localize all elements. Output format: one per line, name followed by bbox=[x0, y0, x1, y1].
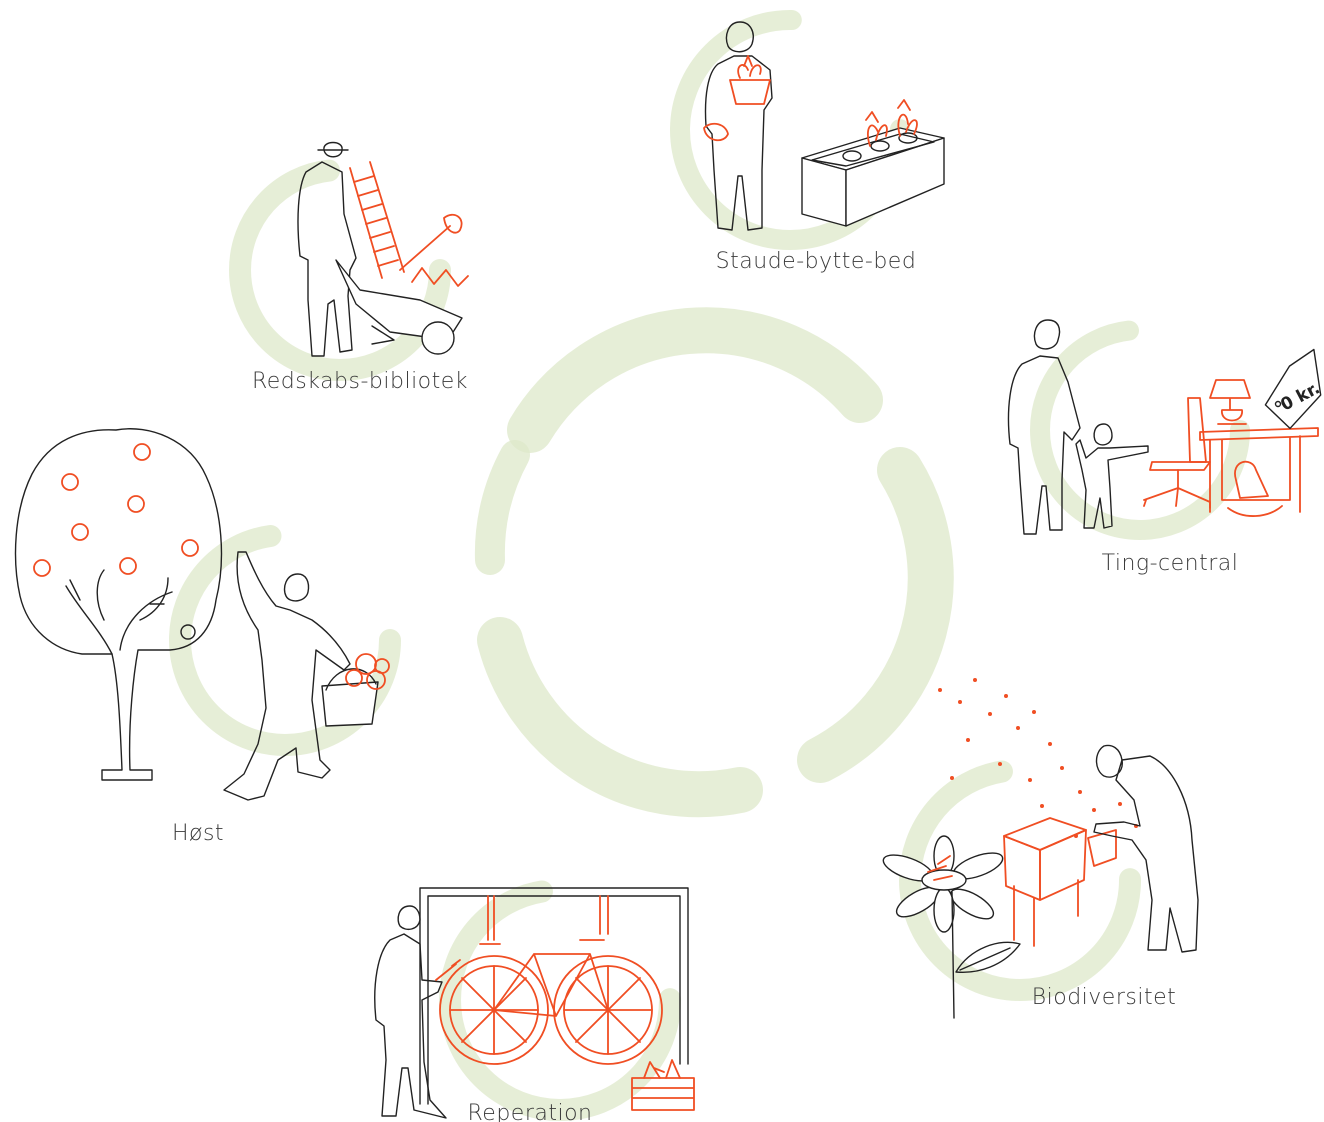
station-label: Staude-bytte-bed bbox=[716, 249, 917, 274]
station-hoest: Høst bbox=[16, 429, 389, 846]
planter-box-icon bbox=[802, 100, 944, 226]
station-label: Redskabs-bibliotek bbox=[252, 369, 468, 394]
station-label: Biodiversitet bbox=[1032, 985, 1177, 1010]
ladder-icon bbox=[350, 162, 404, 278]
station-label: Høst bbox=[172, 821, 224, 846]
station-label: Reperation bbox=[467, 1101, 592, 1122]
person-illustration bbox=[1094, 746, 1198, 952]
price-tag-icon: 0 kr. bbox=[1260, 349, 1324, 430]
station-biodiversitet: Biodiversitet bbox=[880, 678, 1198, 1018]
station-label: Ting-central bbox=[1102, 551, 1239, 576]
person-illustration bbox=[224, 552, 350, 800]
station-ting-central: 0 kr. Ting-central bbox=[1009, 320, 1324, 576]
station-reperation: Reperation bbox=[375, 888, 694, 1122]
bee-swarm-icon bbox=[938, 678, 1138, 838]
beehive-icon bbox=[1004, 818, 1116, 946]
bicycle-icon bbox=[440, 940, 662, 1064]
station-halos bbox=[180, 20, 1240, 1110]
central-cycle bbox=[490, 330, 931, 794]
